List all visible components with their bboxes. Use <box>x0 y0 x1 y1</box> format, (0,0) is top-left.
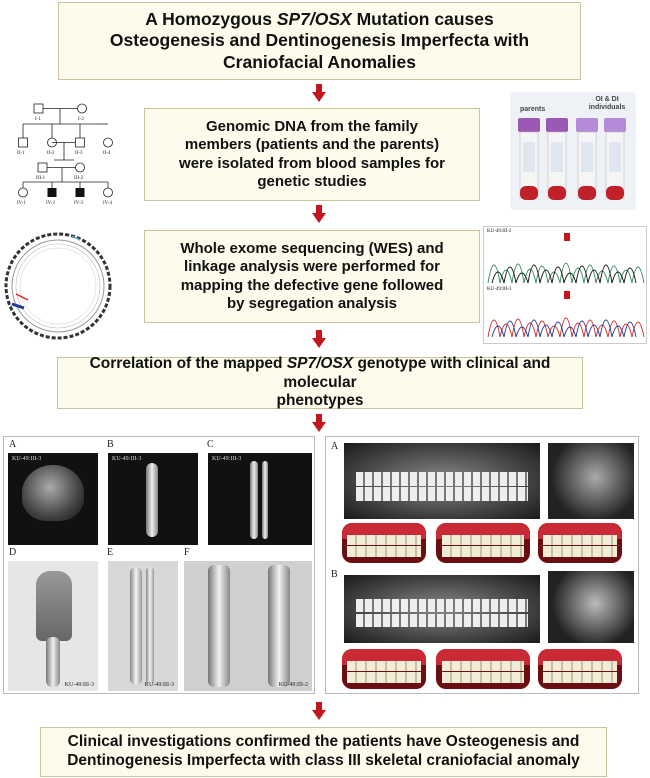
tube-label-affected: OI & DI individuals <box>588 96 626 112</box>
pedigree-label: II-3 <box>75 151 83 156</box>
pedigree-label: II-4 <box>103 151 111 156</box>
xray-tibia: KU-49:III-3 <box>108 561 178 691</box>
panel-letter: C <box>207 439 214 450</box>
pedigree-label: IV-1 <box>17 201 26 206</box>
intraoral-photo <box>538 523 622 563</box>
flow-arrow-3 <box>312 330 326 348</box>
xray-tag: KU-49:III-3 <box>144 682 174 688</box>
dental-figure-panel: A B <box>325 436 639 694</box>
flow-arrow-2 <box>312 205 326 223</box>
panel-letter: E <box>107 547 114 558</box>
intraoral-photo <box>342 523 426 563</box>
panoramic-xray <box>344 443 540 519</box>
panel-letter: B <box>331 569 338 580</box>
step-text: mapping the defective gene followed <box>180 276 444 294</box>
flow-arrow-5 <box>312 702 326 720</box>
pedigree-label: I-1 <box>35 117 41 122</box>
xray-leg: KU-49:III-3 <box>208 453 312 545</box>
panel-letter: F <box>184 547 190 558</box>
step-text: Whole exome sequencing (WES) and <box>180 239 444 257</box>
cephalogram <box>548 443 634 519</box>
title-line-3: Craniofacial Anomalies <box>223 51 416 72</box>
step-text: Genomic DNA from the family <box>206 117 418 135</box>
pedigree-label: IV-2 <box>46 201 55 206</box>
pedigree-label: III-1 <box>36 176 46 181</box>
panel-letter: A <box>9 439 17 450</box>
pedigree-label: III-2 <box>74 176 84 181</box>
conclusion-box: Clinical investigations confirmed the pa… <box>40 727 607 777</box>
chromatogram-label-top: KU-49:III-2 <box>487 229 512 234</box>
xray-femur: KU-49:III-3 <box>108 453 198 545</box>
intraoral-photo <box>342 649 426 689</box>
xray-skull: KU-49:III-3 <box>8 453 98 545</box>
intraoral-photo <box>538 649 622 689</box>
flow-arrow-4 <box>312 414 326 432</box>
step-text: genetic studies <box>257 172 367 190</box>
xray-tag: KU-49:III-3 <box>12 456 42 462</box>
title-line-2: Osteogenesis and Dentinogenesis Imperfec… <box>109 30 530 51</box>
tube-label-parents: parents <box>520 106 546 113</box>
pedigree-label: I-2 <box>78 117 84 122</box>
step-text: members (patients and the parents) <box>184 136 440 154</box>
flow-arrow-1 <box>312 84 326 102</box>
chromatogram-label-bottom: KU-49:III-3 <box>487 287 512 292</box>
xray-tag: KU-49:III-3 <box>212 456 242 462</box>
intraoral-photo <box>436 649 530 689</box>
xray-tag: KU-49:III-3 <box>112 456 142 462</box>
step-text: by segregation analysis <box>226 294 398 312</box>
cephalogram <box>548 571 634 643</box>
chromatogram-image: KU-49:III-2 KU-49:III-3 <box>483 226 647 344</box>
wes-box: Whole exome sequencing (WES) and linkage… <box>144 230 480 323</box>
xray-hand: KU-49:III-3 <box>8 561 98 691</box>
xray-tag: KU-49:III-2 <box>278 682 308 688</box>
panel-letter: B <box>107 439 114 450</box>
circos-plot <box>4 232 112 340</box>
conclusion-line: Dentinogenesis Imperfecta with class III… <box>67 752 580 769</box>
panoramic-xray <box>344 575 540 643</box>
correlation-line-2: phenotypes <box>276 392 364 410</box>
xray-knees: KU-49:III-2 <box>184 561 312 691</box>
blood-tubes-image: parents OI & DI individuals <box>510 92 636 210</box>
intraoral-photo <box>436 523 530 563</box>
xray-tag: KU-49:III-3 <box>64 682 94 688</box>
pedigree-chart: I-1 I-2 II-1 II-2 II-3 II-4 III-1 III-2 … <box>17 103 113 206</box>
conclusion-line: Clinical investigations confirmed the pa… <box>67 733 580 751</box>
pedigree-label: IV-3 <box>74 201 83 206</box>
pedigree-label: II-2 <box>47 151 55 156</box>
correlation-line-1: Correlation of the mapped SP7/OSX genoty… <box>89 354 551 391</box>
pedigree-label: II-1 <box>17 151 25 156</box>
step-text: linkage analysis were performed for <box>184 258 440 276</box>
title-box: A Homozygous SP7/OSX Mutation causes Ost… <box>58 2 581 80</box>
step-text: were isolated from blood samples for <box>179 154 445 172</box>
panel-letter: A <box>331 441 339 452</box>
xray-figure-panel: A B C D E F KU-49:III-3 KU-49:III-3 KU-4… <box>3 436 315 694</box>
dna-isolation-box: Genomic DNA from the family members (pat… <box>144 108 480 201</box>
pedigree-label: IV-4 <box>103 201 112 206</box>
panel-letter: D <box>9 547 17 558</box>
title-line-1: A Homozygous SP7/OSX Mutation causes <box>145 8 494 29</box>
correlation-box: Correlation of the mapped SP7/OSX genoty… <box>57 354 583 410</box>
